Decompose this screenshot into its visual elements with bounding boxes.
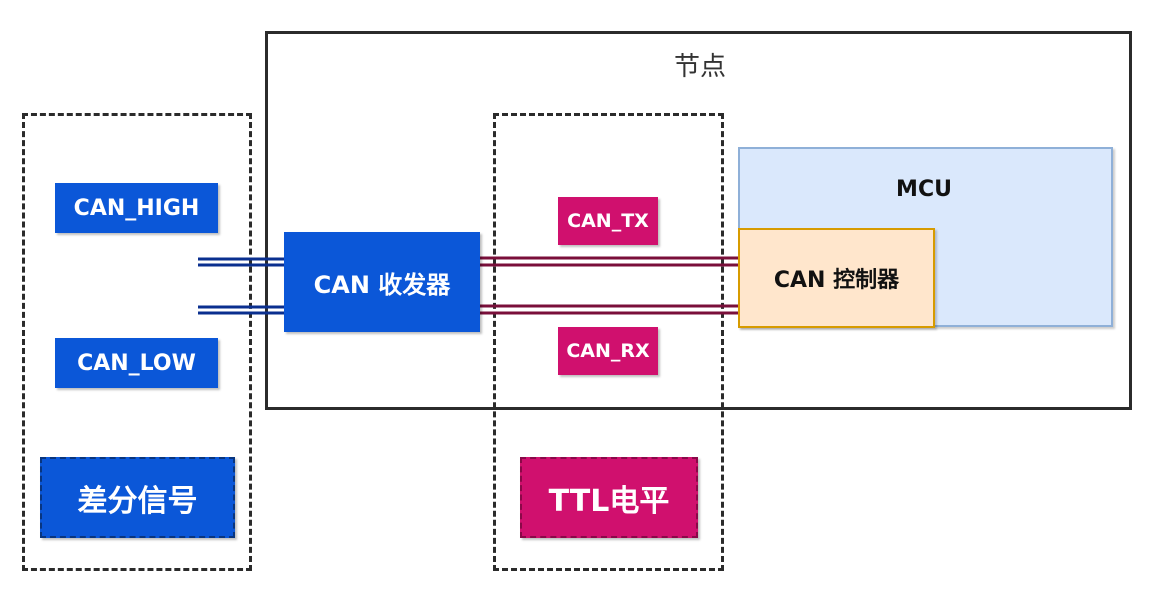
can-rx-wire xyxy=(478,304,740,315)
can-high-label: CAN_HIGH xyxy=(55,183,218,233)
differential-signal-title: 差分信号 xyxy=(40,457,235,538)
differential-signal-group xyxy=(22,113,252,571)
mcu-title: MCU xyxy=(896,177,952,202)
node-title: 节点 xyxy=(673,52,726,82)
can-rx-label: CAN_RX xyxy=(558,327,658,375)
can-tx-label: CAN_TX xyxy=(558,197,658,245)
can-tx-wire xyxy=(478,256,740,267)
can-controller: CAN 控制器 xyxy=(738,228,935,328)
can-low-wire xyxy=(198,305,284,315)
ttl-level-title: TTL电平 xyxy=(520,457,698,538)
ttl-level-group xyxy=(493,113,724,571)
can-low-label: CAN_LOW xyxy=(55,338,218,388)
node-frame xyxy=(265,31,1132,410)
can-transceiver: CAN 收发器 xyxy=(284,232,480,332)
can-high-wire xyxy=(198,257,284,267)
